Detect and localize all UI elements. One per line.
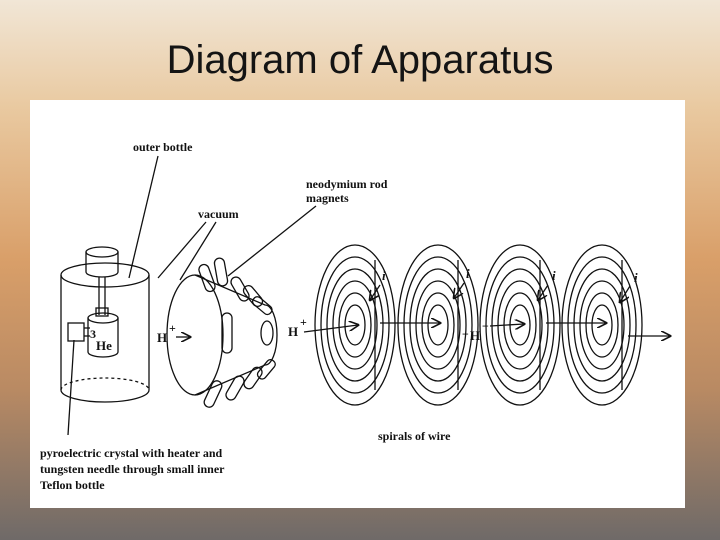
label-crystal-line1: pyroelectric crystal with heater and [40,446,223,460]
current-arrow-3 [538,284,549,300]
he3-superscript: 3 [90,327,96,341]
neodymium-magnets [198,257,276,408]
vacuum-cone [166,274,278,396]
spiral-coil-2 [397,244,479,406]
label-vacuum: vacuum [198,207,239,221]
outer-bottle [60,246,150,403]
apparatus-diagram: 3 He H [40,140,685,492]
current-label-4: i [634,270,638,285]
current-label-1: i [382,268,386,283]
h-minus-label: H [470,328,480,343]
leader-outer-bottle [128,155,159,279]
h-plus-label-2: H [288,324,298,339]
spiral-coil-3 [479,244,561,406]
current-label-2: i [466,266,470,281]
current-label-3: i [552,268,556,283]
h-plus-sign-1: + [169,321,176,335]
h-minus-dash: − [462,327,469,341]
inner-teflon-bottle [67,307,119,358]
h-plus-sign-2: + [300,315,307,329]
label-magnets-line1: neodymium rod [306,177,388,191]
leader-crystal [67,339,75,436]
leader-vacuum-1 [157,221,207,279]
beam-arrow-4 [489,324,524,326]
spiral-coil-1 [314,244,396,406]
current-arrow-2 [454,282,465,298]
label-magnets-line2: magnets [306,191,349,205]
leader-vacuum-2 [179,221,217,281]
label-crystal-line2: tungsten needle through small inner [40,462,225,476]
label-spirals: spirals of wire [378,429,451,443]
label-outer-bottle: outer bottle [133,140,193,154]
he3-label: He [96,338,112,353]
leader-magnets [227,205,317,277]
current-arrow-4 [620,285,631,302]
h-plus-label-1: H [157,330,167,345]
wire-spirals [314,244,643,406]
diagram-panel: 3 He H [30,100,685,508]
label-crystal-line3: Teflon bottle [40,478,105,492]
h-minus-sign: − [482,319,489,333]
current-arrow-1 [370,284,381,300]
spiral-coil-4 [561,244,643,406]
slide-title: Diagram of Apparatus [166,38,554,82]
beam-arrow-2 [303,325,358,333]
